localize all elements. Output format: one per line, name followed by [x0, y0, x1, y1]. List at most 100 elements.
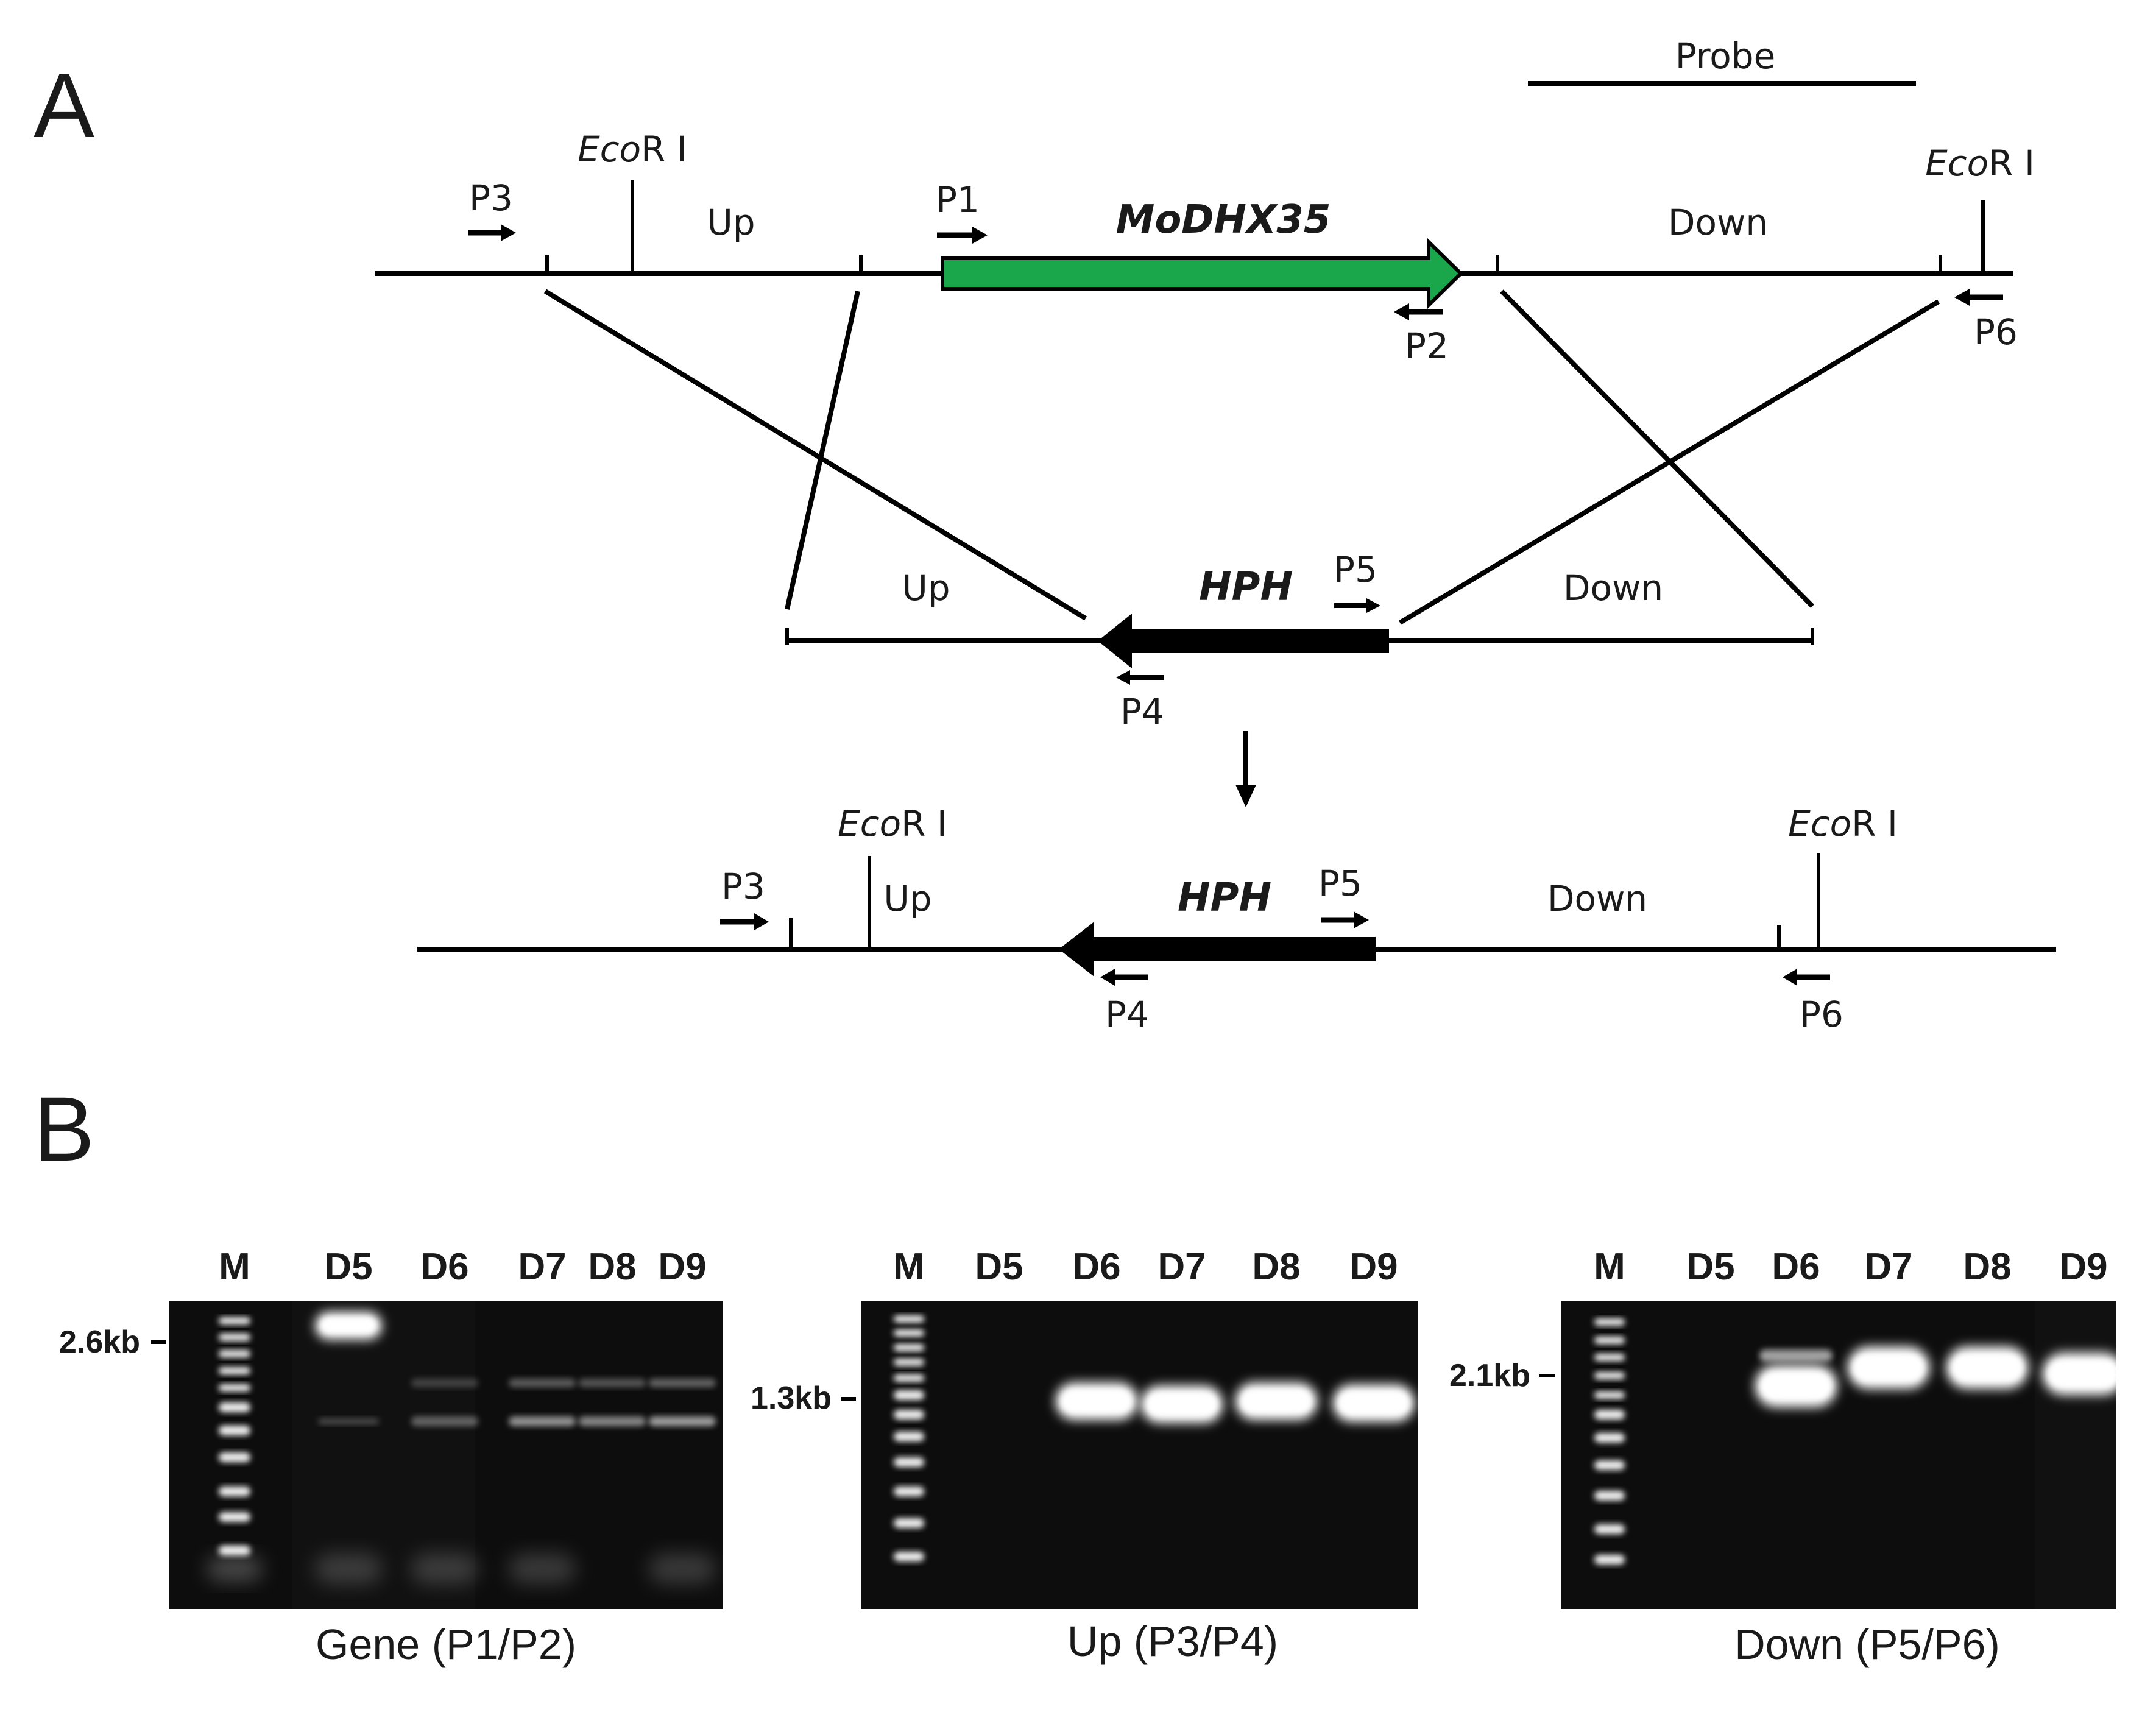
band-product-core: [1241, 1390, 1312, 1412]
lane-d5: D5: [975, 1246, 1023, 1288]
ladder-band: [219, 1402, 250, 1412]
hph-label: HPH: [1199, 565, 1293, 610]
band-faint: [509, 1416, 576, 1426]
gel-caption: Gene (P1/P2): [316, 1621, 576, 1668]
gel-up-p3-p4: M D5 D6 D7 D8 D9 1.3kb Up (P3/P4): [751, 1246, 1418, 1665]
ecori-site-right: EcoR I: [1925, 143, 2035, 184]
ladder-band: [894, 1487, 924, 1496]
svg-text:P6: P6: [1974, 311, 2018, 353]
mutant-primer-p5: P5: [1318, 863, 1369, 928]
gel-caption: Down (P5/P6): [1734, 1621, 2000, 1668]
svg-text:P1: P1: [936, 179, 980, 221]
primer-p2: P2: [1394, 303, 1449, 367]
gel-bands: [1755, 1346, 2125, 1407]
mutant-primer-p3: P3: [720, 866, 769, 930]
primer-p3: P3: [468, 177, 516, 241]
ladder-lane: [894, 1315, 924, 1561]
ladder-band: [1594, 1372, 1625, 1379]
mutant-primer-p4: P4: [1100, 969, 1149, 1035]
ladder-band: [219, 1384, 250, 1391]
modhx35-gene-arrow: [941, 237, 1464, 310]
band-faint: [509, 1379, 576, 1387]
cassette-down-label: Down: [1563, 567, 1663, 609]
band-faint: [411, 1379, 478, 1387]
band-faint: [1759, 1349, 1833, 1362]
lane-d8: D8: [1963, 1246, 2011, 1288]
band-faint: [579, 1379, 646, 1387]
lane-m: M: [1594, 1246, 1625, 1288]
ladder-band: [894, 1359, 924, 1366]
primer-p6: P6: [1954, 289, 2018, 353]
band-faint: [411, 1416, 478, 1426]
lane-m: M: [219, 1246, 250, 1288]
ladder-band: [219, 1426, 250, 1435]
primer-dimer: [411, 1554, 478, 1584]
primer-dimer: [207, 1557, 262, 1581]
svg-text:P5: P5: [1334, 549, 1377, 590]
svg-text:P6: P6: [1800, 994, 1843, 1035]
band-faint: [579, 1416, 646, 1426]
size-marker: 2.6kb: [59, 1324, 140, 1360]
band-faint: [649, 1379, 716, 1387]
band-product-core: [1061, 1390, 1132, 1412]
ladder-band: [1594, 1318, 1625, 1326]
lane-m: M: [893, 1246, 925, 1288]
ladder-band: [894, 1518, 924, 1528]
probe-label: Probe: [1675, 35, 1776, 77]
mutant-locus: EcoR I EcoR I Up Down HPH P3 P5 P4 P6: [417, 803, 2056, 1035]
svg-text:P5: P5: [1318, 863, 1362, 904]
svg-text:P3: P3: [469, 177, 513, 219]
band-product-core: [1952, 1356, 2023, 1380]
ladder-band: [1594, 1491, 1625, 1501]
primer-dimer: [509, 1554, 576, 1584]
lane-d6: D6: [420, 1246, 468, 1288]
mutant-hph-label: HPH: [1178, 875, 1271, 921]
lane-d7: D7: [1158, 1246, 1206, 1288]
ladder-band: [1594, 1524, 1625, 1534]
ladder-band: [894, 1374, 924, 1382]
ladder-lane: [1594, 1318, 1625, 1565]
gel-caption: Up (P3/P4): [1067, 1618, 1278, 1665]
up-region-label: Up: [707, 202, 755, 243]
lane-d6: D6: [1072, 1246, 1120, 1288]
lane-d9: D9: [2059, 1246, 2107, 1288]
wild-type-locus: EcoR I EcoR I Up Down MoDHX35 P3 P1 P2 P…: [375, 129, 2035, 367]
gel-bands: [207, 1312, 716, 1584]
panel-label-b: B: [34, 1078, 94, 1180]
ladder-band: [219, 1452, 250, 1462]
ladder-band: [1594, 1391, 1625, 1399]
ladder-band: [894, 1390, 924, 1400]
ladder-band: [894, 1344, 924, 1351]
lane-d8: D8: [1252, 1246, 1300, 1288]
band-product-core: [1147, 1393, 1217, 1415]
band-d5-core: [321, 1318, 376, 1332]
ecori-site-mutant-left: EcoR I: [838, 803, 947, 844]
band-product-core: [1761, 1374, 1831, 1398]
cassette-up-label: Up: [902, 567, 950, 609]
ecori-site-left: EcoR I: [578, 129, 687, 170]
ladder-band: [1594, 1410, 1625, 1420]
recombination-lines: [543, 289, 1940, 625]
band-product-core: [1338, 1392, 1409, 1414]
primer-dimer: [315, 1554, 382, 1584]
gel-bands: [1055, 1382, 1415, 1423]
hph-marker-arrow: [1098, 614, 1389, 668]
ladder-band: [219, 1367, 250, 1374]
band-faint: [318, 1418, 379, 1424]
lane-d6: D6: [1772, 1246, 1820, 1288]
lane-d5: D5: [1686, 1246, 1734, 1288]
ladder-band: [219, 1546, 250, 1555]
lane-d9: D9: [658, 1246, 706, 1288]
panel-label-a: A: [34, 54, 94, 157]
svg-text:P2: P2: [1405, 325, 1449, 367]
ladder-band: [219, 1317, 250, 1324]
band-product-core: [1853, 1356, 1924, 1380]
ladder-band: [1594, 1354, 1625, 1361]
lane-d7: D7: [1864, 1246, 1912, 1288]
ladder-band: [1594, 1460, 1625, 1470]
gel-gene-p1-p2: M D5 D6 D7 D8 D9 2.6kb Gene (P1/P2): [59, 1246, 723, 1668]
primer-dimer: [649, 1554, 716, 1584]
ladder-band: [894, 1552, 924, 1561]
ladder-band: [219, 1487, 250, 1496]
